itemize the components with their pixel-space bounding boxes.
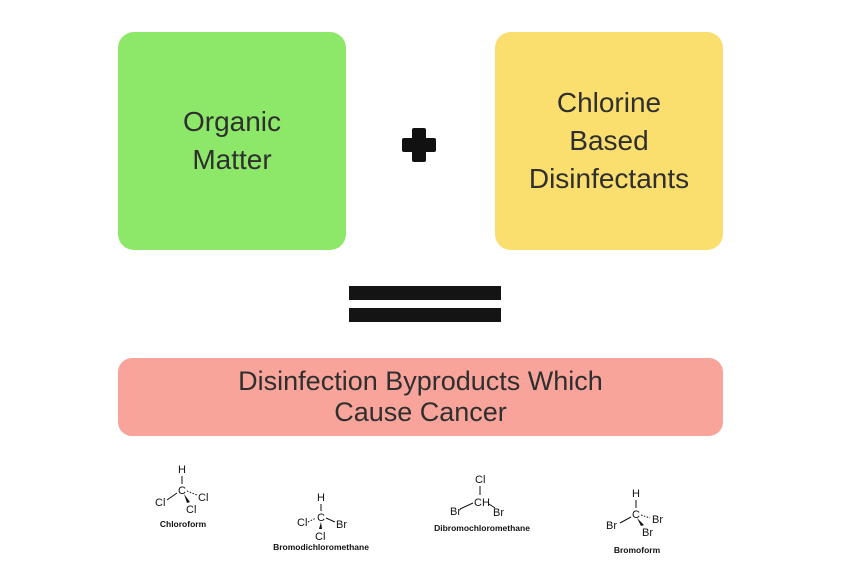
atom-left: Br [450,506,461,518]
byproducts-line-1: Disinfection Byproducts Which [238,366,603,396]
atom-right: Br [336,519,347,531]
atom-left: Br [606,520,617,532]
byproducts-box: Disinfection Byproducts Which Cause Canc… [118,358,723,436]
bromodichloromethane-structure: H C Cl Br Cl [297,492,347,543]
molecule-chloroform: H C Cl Cl Cl Chloroform [150,462,220,529]
organic-matter-label: Organic Matter [183,103,281,179]
atom-center: CH [474,497,490,509]
atom-top: H [317,492,325,504]
atom-left: Cl [155,497,165,509]
atom-bottom: Br [642,527,653,539]
chlorine-line-2: Based [569,125,649,156]
plus-icon [402,128,436,162]
plus-vertical [412,128,426,162]
molecule-name: Bromoform [613,545,661,555]
molecule-bromoform: H C Br Br Br Bromoform [603,485,673,555]
organic-line-1: Organic [182,106,282,137]
equals-icon-top-bar [349,286,501,300]
molecule-name: Bromodichloromethane [273,542,369,552]
atom-right: Br [493,507,504,519]
bromoform-structure: H C Br Br Br [606,488,663,539]
atom-right: Br [652,514,663,526]
chloroform-structure: H C Cl Cl Cl [155,464,208,516]
atom-center: C [178,485,186,497]
organic-line-2: Matter [192,144,272,175]
dibromochloromethane-structure: Cl CH Br Br [450,474,504,519]
atom-left: Cl [297,517,307,529]
chlorine-line-1: Chlorine [556,87,662,118]
atom-top: H [178,464,186,476]
atom-bottom: Cl [186,504,196,516]
molecule-name: Dibromochloromethane [434,523,530,533]
equals-icon-bottom-bar [349,308,501,322]
molecule-name: Chloroform [159,519,207,529]
atom-top: H [632,488,640,500]
byproducts-label: Disinfection Byproducts Which Cause Canc… [238,366,603,428]
atom-bottom: Cl [315,531,325,543]
molecule-dibromochloromethane: Cl CH Br Br Dibromochloromethane [434,470,530,533]
chlorine-line-3: Disinfectants [528,163,690,194]
atom-center: C [632,509,640,521]
organic-matter-box: Organic Matter [118,32,346,250]
atom-top: Cl [475,474,485,486]
chlorine-disinfectants-label: Chlorine Based Disinfectants [529,84,689,198]
byproducts-line-2: Cause Cancer [334,397,507,427]
atom-center: C [317,512,325,524]
atom-right: Cl [198,492,208,504]
molecule-bromodichloromethane: H C Cl Br Cl Bromodichloromethane [273,490,369,552]
chlorine-disinfectants-box: Chlorine Based Disinfectants [495,32,723,250]
